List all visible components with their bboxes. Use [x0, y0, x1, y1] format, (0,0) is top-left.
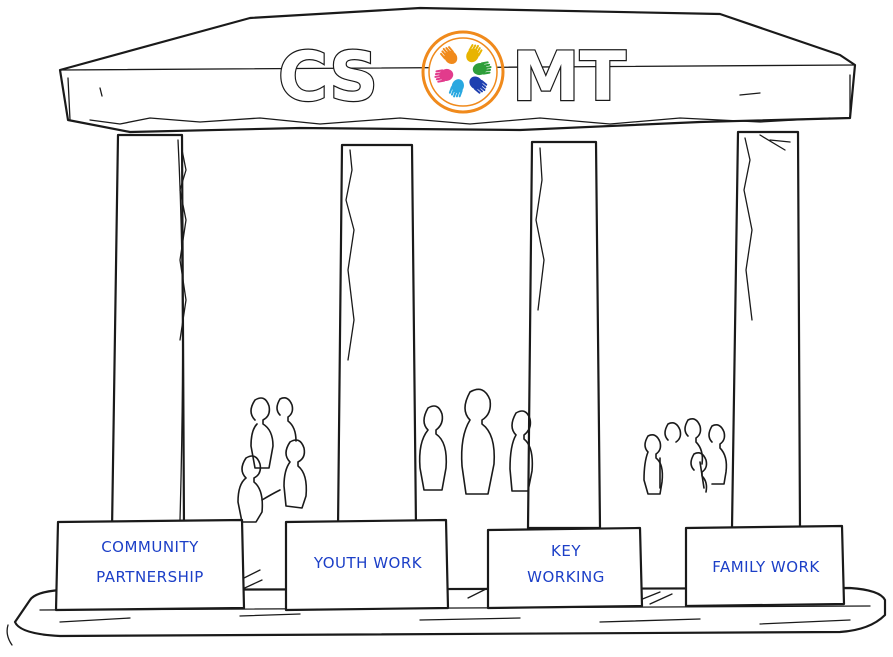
label-community: COMMUNITY — [101, 538, 199, 556]
logo-text-right: MT — [512, 38, 627, 117]
base-youth-work: YOUTH WORK — [284, 518, 450, 612]
hand-icon — [434, 68, 454, 83]
base-key-working: KEY WORKING — [486, 526, 644, 610]
column-1 — [110, 133, 187, 532]
label-family-work: FAMILY WORK — [712, 558, 820, 576]
label-partnership: PARTNERSHIP — [96, 568, 204, 586]
base-community-partnership: COMMUNITY PARTNERSHIP — [54, 518, 246, 612]
hand-icon — [469, 76, 488, 94]
label-working: WORKING — [527, 568, 605, 586]
pillar-bases: COMMUNITY PARTNERSHIP YOUTH WORK KEY WOR… — [54, 518, 846, 612]
hand-icon — [448, 79, 464, 98]
hand-icon — [440, 46, 458, 65]
label-key: KEY — [551, 542, 581, 560]
hand-icon — [472, 61, 492, 76]
label-youth-work: YOUTH WORK — [313, 554, 423, 572]
csmt-logo: CS MT — [277, 30, 628, 118]
people-group-right — [643, 418, 728, 495]
column-3 — [526, 140, 602, 530]
column-2 — [336, 143, 418, 530]
people-group-center — [418, 388, 534, 495]
base-family-work: FAMILY WORK — [684, 524, 846, 608]
people-group-left — [237, 397, 308, 523]
hand-icon — [466, 44, 483, 63]
logo-text-left: CS — [278, 38, 378, 117]
column-4 — [730, 130, 802, 530]
columns — [110, 130, 802, 532]
hands-globe-icon — [421, 30, 505, 114]
